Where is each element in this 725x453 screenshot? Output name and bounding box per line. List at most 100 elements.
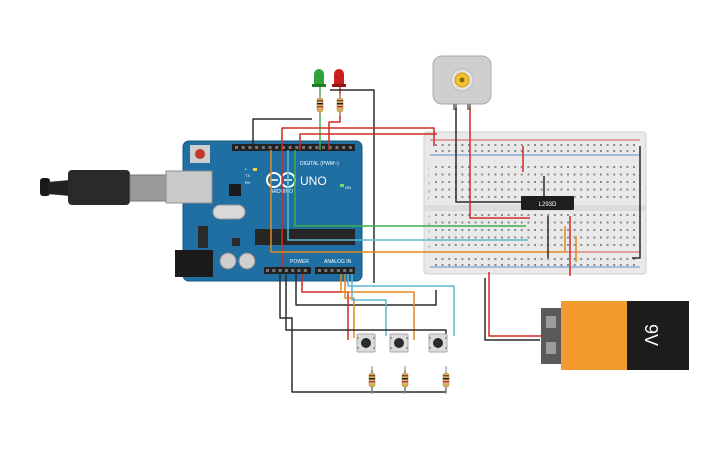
resistor-band <box>369 375 375 377</box>
breadboard-hole <box>441 264 444 266</box>
dc-motor[interactable] <box>432 55 492 110</box>
battery-9v[interactable]: 9V <box>541 301 689 370</box>
breadboard-hole <box>567 244 569 246</box>
breadboard-hole <box>441 188 444 191</box>
resistor-button-2[interactable] <box>401 366 409 394</box>
breadboard-hole <box>461 229 464 231</box>
breadboard-hole <box>441 173 444 176</box>
breadboard-hole <box>553 166 556 168</box>
reset-button-cap[interactable] <box>195 149 205 159</box>
usb-port[interactable] <box>165 170 213 204</box>
breadboard-hole <box>514 221 517 224</box>
breadboard-hole <box>573 221 576 224</box>
breadboard-hole <box>593 214 596 216</box>
breadboard-hole <box>474 173 477 176</box>
l293d-body <box>521 196 574 210</box>
breadboard-hole <box>501 214 503 216</box>
digital-header-label: DIGITAL (PWM~) <box>300 161 339 167</box>
breadboard-hole <box>487 229 490 231</box>
push-button-leg <box>390 337 392 339</box>
breadboard-hole <box>520 221 523 224</box>
resistor-led-green[interactable] <box>316 94 324 116</box>
arduino-uno-board[interactable]: UNO ARDUINO DIGITAL (PWM~) POWER ANALOG … <box>40 140 363 282</box>
l293d-driver-chip[interactable]: L293D <box>521 196 574 210</box>
wire-black-bottom-2 <box>285 274 447 338</box>
breadboard-hole <box>573 214 576 216</box>
led-red[interactable] <box>332 69 346 87</box>
breadboard-hole <box>586 150 589 152</box>
voltage-regulator <box>198 226 208 248</box>
digital-pin <box>235 146 238 149</box>
breadboard-hole <box>461 144 464 146</box>
push-button-cap[interactable] <box>394 338 404 348</box>
breadboard-hole <box>600 166 602 168</box>
breadboard-hole <box>474 221 477 224</box>
push-button-leg <box>406 337 408 339</box>
breadboard-row-label: i <box>428 173 429 178</box>
analog-pin <box>349 269 353 272</box>
breadboard-hole <box>540 214 543 216</box>
push-button-cap[interactable] <box>361 338 371 348</box>
wire-cyan-lower <box>347 274 455 336</box>
breadboard-hole <box>468 221 470 224</box>
breadboard-hole <box>435 188 437 191</box>
breadboard-hole <box>613 181 616 183</box>
breadboard-hole <box>553 258 556 260</box>
breadboard-hole <box>494 214 497 216</box>
breadboard-hole <box>534 244 536 246</box>
breadboard-hole <box>501 188 503 191</box>
dc-power-jack[interactable] <box>175 250 213 277</box>
power-pin <box>303 269 307 272</box>
breadboard-hole <box>494 258 497 260</box>
breadboard-hole <box>600 264 602 266</box>
breadboard-hole <box>586 229 589 231</box>
resistor-button-3[interactable] <box>442 366 450 394</box>
breadboard-hole <box>501 221 503 224</box>
breadboard-hole <box>441 150 444 152</box>
crystal-oscillator <box>212 204 246 220</box>
breadboard-hole <box>626 181 629 183</box>
breadboard-hole <box>633 264 635 266</box>
breadboard-hole <box>435 214 437 216</box>
push-button-2[interactable] <box>389 333 409 353</box>
breadboard-hole <box>527 173 530 176</box>
breadboard-hole <box>560 214 563 216</box>
breadboard-hole <box>547 264 550 266</box>
wire-black-lower <box>295 274 437 306</box>
analog-pin <box>318 269 321 272</box>
breadboard-hole <box>461 264 464 266</box>
breadboard-hole <box>540 166 543 168</box>
breadboard-hole <box>606 236 609 239</box>
resistor-led-red[interactable] <box>336 94 344 116</box>
breadboard-hole <box>520 236 523 239</box>
breadboard-hole <box>468 173 470 176</box>
wire-black-right-rail <box>632 146 641 259</box>
lower-header-pins <box>266 269 353 272</box>
wire-cyan-lower-2 <box>351 274 387 336</box>
tx-label: TX <box>245 173 250 178</box>
push-button-leg <box>373 347 375 349</box>
breadboard-hole <box>501 258 503 260</box>
usb-cable-end <box>40 178 50 196</box>
analog-pin <box>343 269 347 272</box>
breadboard-hole <box>534 236 536 239</box>
wire-motor-red <box>469 108 530 219</box>
breadboard-hole <box>606 229 609 231</box>
breadboard-hole <box>448 244 451 246</box>
breadboard-hole <box>593 196 596 198</box>
push-button-1[interactable] <box>356 333 376 353</box>
push-button-leg <box>445 337 447 339</box>
breadboard-hole <box>619 244 622 246</box>
push-button-cap[interactable] <box>433 338 443 348</box>
push-button-3[interactable] <box>428 333 448 353</box>
led-green[interactable] <box>312 69 326 87</box>
small-chip <box>232 238 240 246</box>
breadboard-hole <box>435 196 437 198</box>
breadboard-hole <box>633 244 635 246</box>
resistor-button-1[interactable] <box>368 366 376 394</box>
breadboard-row-label: e <box>428 214 431 219</box>
breadboard-hole <box>481 188 484 191</box>
capacitor-2 <box>238 252 256 270</box>
